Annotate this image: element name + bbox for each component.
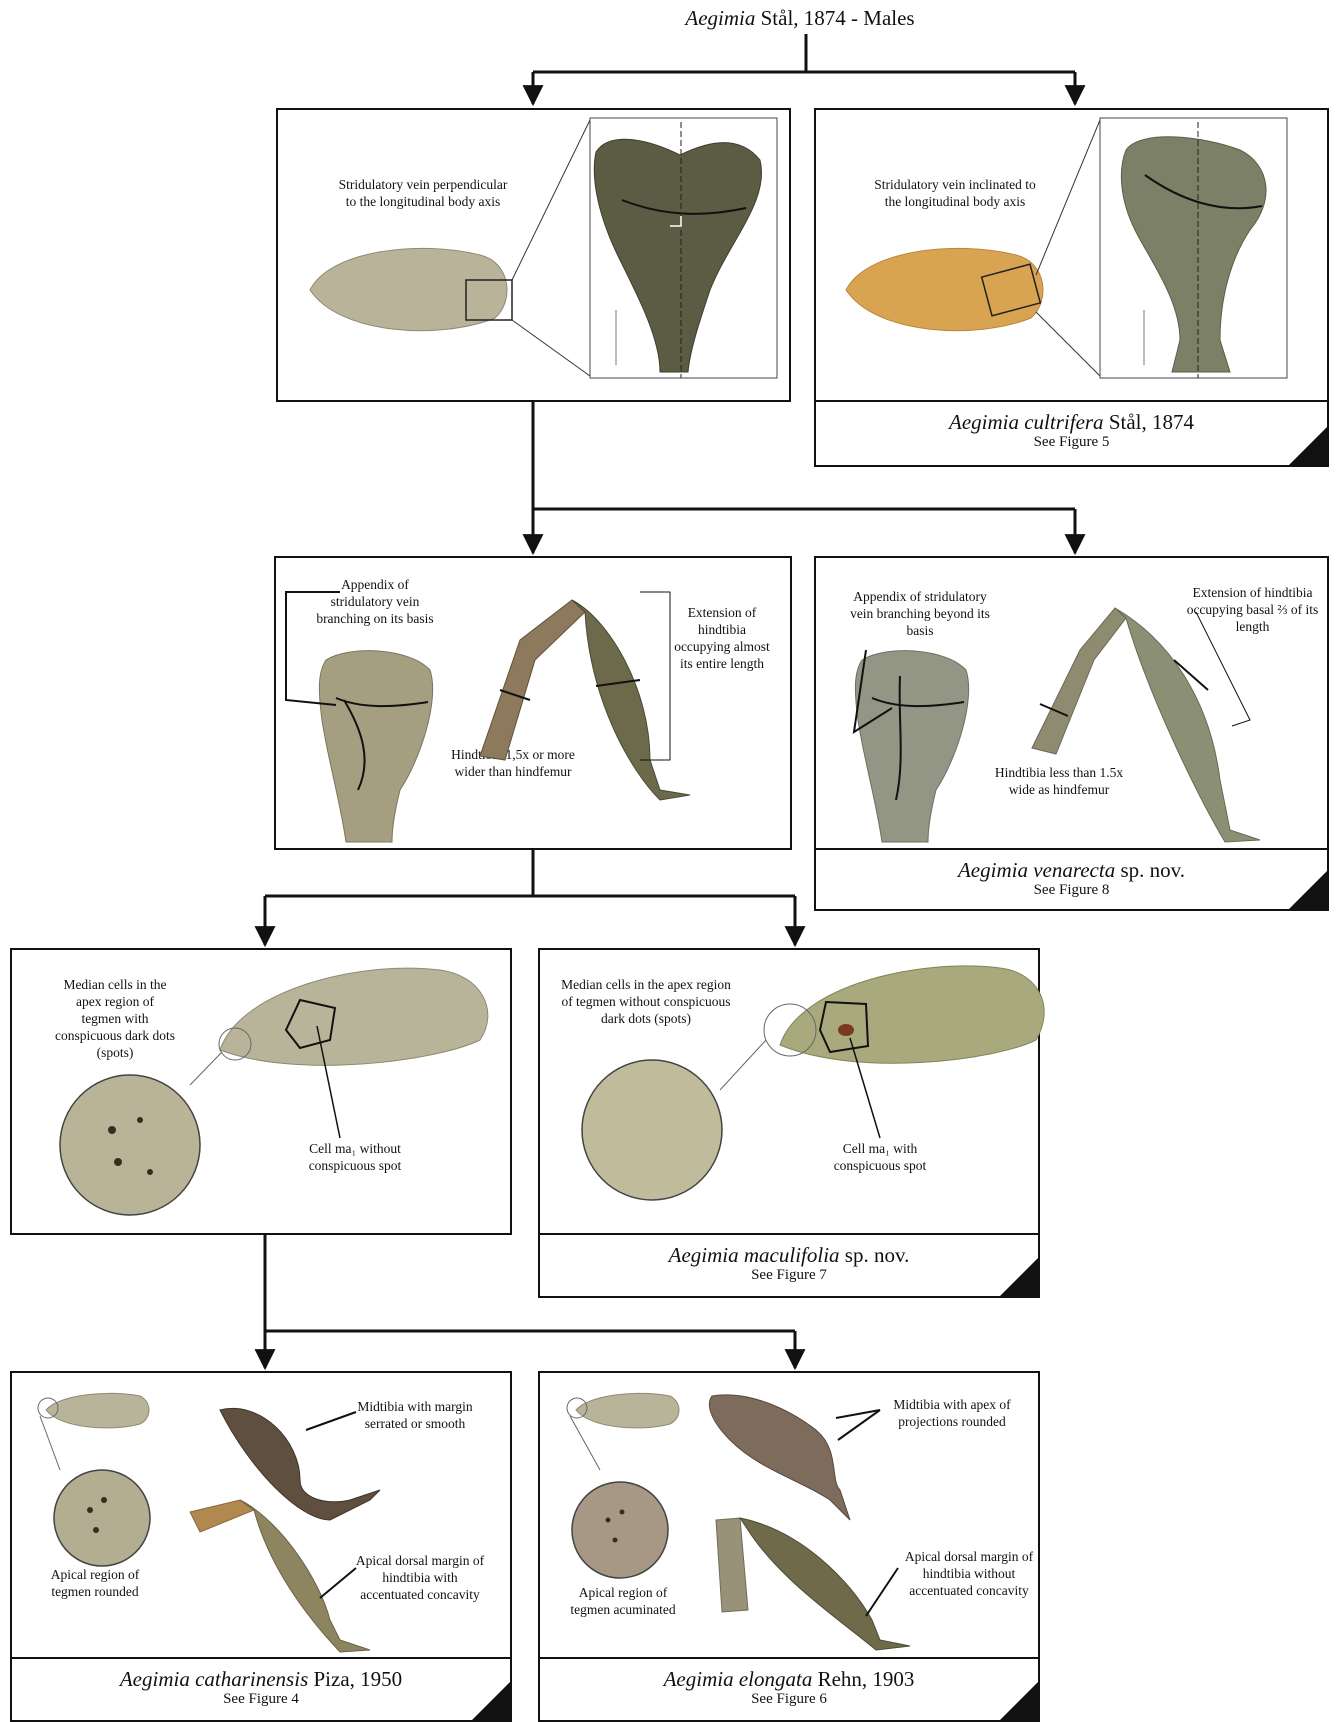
node2-left-label-hindtibia: Hindtibia 1,5x or more wider than hindfe…	[440, 746, 586, 780]
node3-right-label-median: Median cells in the apex region of tegme…	[556, 976, 736, 1027]
node2-right-label-extension: Extension of hindtibia occupying basal ⅔…	[1180, 584, 1325, 635]
node4-left-label-apical-tegmen: Apical region of tegmen rounded	[40, 1566, 150, 1600]
corner-mark	[1289, 427, 1327, 465]
node2-left-label-extension: Extension of hindtibia occupying almost …	[672, 604, 772, 672]
corner-mark	[1000, 1682, 1038, 1720]
node3-right-caption: Aegimia maculifolia sp. nov. See Figure …	[538, 1233, 1040, 1298]
node4-right-label-apical-tegmen: Apical region of tegmen acuminated	[562, 1584, 684, 1618]
figure-ref: See Figure 7	[540, 1267, 1038, 1284]
node4-left-label-midtibia: Midtibia with margin serrated or smooth	[350, 1398, 480, 1432]
species-name: Aegimia venarecta	[958, 858, 1115, 882]
node3-right-label-cell: Cell ma₁ with conspicuous spot	[818, 1140, 942, 1174]
title-genus: Aegimia	[685, 6, 755, 30]
species-name: Aegimia catharinensis	[120, 1667, 308, 1691]
figure-ref: See Figure 5	[816, 434, 1327, 451]
node3-left-label-cell: Cell ma₁ without conspicuous spot	[290, 1140, 420, 1174]
node2-right-caption: Aegimia venarecta sp. nov. See Figure 8	[814, 848, 1329, 911]
corner-mark	[1000, 1258, 1038, 1296]
node1-right-label: Stridulatory vein inclinated to the long…	[870, 176, 1040, 210]
species-author: sp. nov.	[840, 1243, 910, 1267]
node1-right-box	[814, 108, 1329, 402]
node3-left-label-median: Median cells in the apex region of tegme…	[55, 976, 175, 1061]
node2-left-label-appendix: Appendix of stridulatory vein branching …	[310, 576, 440, 627]
node1-left-box	[276, 108, 791, 402]
node4-right-label-apical-hindtibia: Apical dorsal margin of hindtibia withou…	[902, 1548, 1036, 1599]
species-author: Piza, 1950	[308, 1667, 402, 1691]
diagram-title: Aegimia Stål, 1874 - Males	[600, 6, 1000, 31]
species-name: Aegimia cultrifera	[949, 410, 1104, 434]
node2-right-label-appendix: Appendix of stridulatory vein branching …	[840, 588, 1000, 639]
figure-ref: See Figure 6	[540, 1691, 1038, 1708]
species-author: Rehn, 1903	[812, 1667, 914, 1691]
node1-left-label: Stridulatory vein perpendicular to the l…	[338, 176, 508, 210]
node4-right-label-midtibia: Midtibia with apex of projections rounde…	[886, 1396, 1018, 1430]
figure-ref: See Figure 4	[12, 1691, 510, 1708]
species-author: sp. nov.	[1115, 858, 1185, 882]
node2-right-label-hindtibia: Hindtibia less than 1.5x wide as hindfem…	[984, 764, 1134, 798]
species-name: Aegimia elongata	[664, 1667, 813, 1691]
node1-right-caption: Aegimia cultrifera Stål, 1874 See Figure…	[814, 400, 1329, 467]
species-author: Stål, 1874	[1104, 410, 1194, 434]
node4-left-label-apical-hindtibia: Apical dorsal margin of hindtibia with a…	[352, 1552, 488, 1603]
title-rest: Stål, 1874 - Males	[755, 6, 914, 30]
species-name: Aegimia maculifolia	[669, 1243, 840, 1267]
node4-left-caption: Aegimia catharinensis Piza, 1950 See Fig…	[10, 1657, 512, 1722]
figure-ref: See Figure 8	[816, 882, 1327, 899]
corner-mark	[1289, 871, 1327, 909]
node4-right-caption: Aegimia elongata Rehn, 1903 See Figure 6	[538, 1657, 1040, 1722]
corner-mark	[472, 1682, 510, 1720]
